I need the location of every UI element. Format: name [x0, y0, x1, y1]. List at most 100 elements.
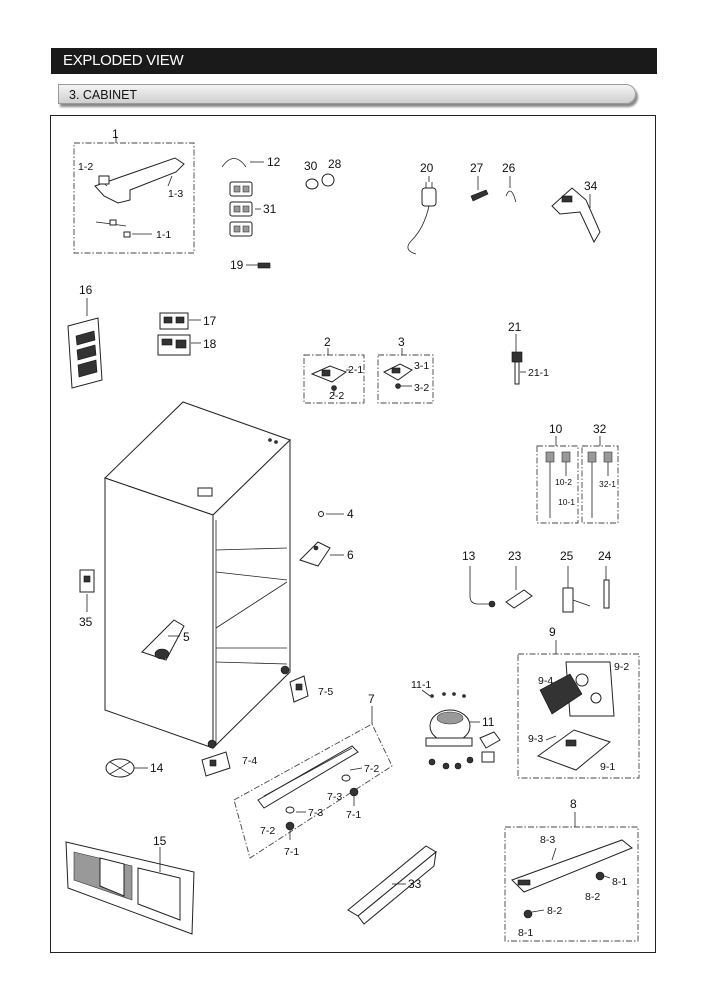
callout-32: 32 [593, 422, 607, 436]
callout-3-1: 3-1 [414, 360, 429, 372]
callout-7-2b: 7-2 [364, 763, 379, 775]
part-26-wire [505, 190, 517, 203]
part-7-5-bracket [289, 675, 309, 703]
callout-35: 35 [79, 615, 93, 629]
part-35-bracket [79, 569, 95, 593]
callout-7-3a: 7-3 [308, 807, 323, 819]
callout-19: 19 [230, 258, 244, 272]
part-13-wire [469, 566, 490, 605]
part-group-10 [536, 436, 579, 524]
callout-1-1: 1-1 [156, 229, 171, 241]
callout-9-2: 9-2 [614, 661, 629, 673]
part-7-4-bracket [201, 751, 231, 777]
callout-32-1: 32-1 [599, 479, 616, 489]
part-20-power-cord [407, 182, 437, 255]
part-25-drain [562, 587, 591, 613]
part-group-1 [73, 136, 195, 254]
callout-18: 18 [203, 337, 217, 351]
callout-4: 4 [347, 507, 354, 521]
callout-21-1: 21-1 [528, 367, 549, 379]
part-group-2 [303, 348, 365, 404]
part-34-hinge-cover [551, 187, 601, 244]
callout-23: 23 [508, 549, 522, 563]
header-bar: EXPLODED VIEW [51, 48, 657, 74]
callout-3-2: 3-2 [414, 382, 429, 394]
callout-7-4: 7-4 [242, 755, 257, 767]
part-24-pin [603, 579, 610, 609]
callout-30: 30 [304, 159, 318, 173]
part-group-8 [504, 812, 639, 942]
callout-9: 9 [549, 625, 556, 639]
part-group-9 [517, 640, 640, 779]
callout-12: 12 [267, 155, 281, 169]
callout-10-1: 10-1 [558, 497, 575, 507]
callout-8-2b: 8-2 [547, 905, 562, 917]
callout-11-1: 11-1 [411, 679, 431, 691]
callout-2-2: 2-2 [329, 390, 344, 402]
callout-1-2: 1-2 [78, 161, 93, 173]
diagram-frame [50, 115, 656, 953]
callout-8-3: 8-3 [540, 834, 555, 846]
part-33-duct [347, 845, 437, 925]
callout-7-1a: 7-1 [284, 846, 299, 858]
callout-9-3: 9-3 [528, 733, 543, 745]
cabinet-body [104, 401, 291, 750]
callout-8-2a: 8-2 [585, 891, 600, 903]
callout-20: 20 [420, 161, 434, 175]
part-27-connector [470, 189, 489, 202]
callout-8-1a: 8-1 [612, 876, 627, 888]
callout-26: 26 [502, 161, 516, 175]
callout-33: 33 [408, 877, 422, 891]
base-plate-part [94, 157, 185, 204]
callout-34: 34 [584, 179, 598, 193]
callout-7: 7 [368, 692, 375, 706]
callout-2: 2 [324, 335, 331, 349]
callout-1: 1 [112, 127, 119, 141]
callout-21: 21 [508, 320, 522, 334]
part-group-3 [377, 348, 434, 404]
part-11-compressor [425, 692, 501, 770]
callout-8: 8 [570, 797, 577, 811]
callout-2-1: 2-1 [348, 364, 363, 376]
callout-24: 24 [598, 549, 612, 563]
part-4-screw [318, 511, 324, 517]
section-title: 3. CABINET [69, 88, 138, 102]
part-6-hinge [299, 541, 331, 567]
part-15-rear-cover [65, 841, 195, 935]
callout-7-5: 7-5 [318, 686, 333, 698]
page-title: EXPLODED VIEW [63, 52, 184, 69]
part-18-board [157, 334, 191, 356]
callout-15: 15 [153, 834, 167, 848]
callout-8-1b: 8-1 [518, 927, 533, 939]
part-17-board [159, 312, 189, 330]
callout-17: 17 [203, 314, 217, 328]
callout-5: 5 [183, 630, 190, 644]
callout-31: 31 [263, 202, 277, 216]
callout-14: 14 [150, 761, 164, 775]
part-21-sensor [511, 351, 523, 385]
callout-16: 16 [79, 283, 93, 297]
callout-3: 3 [398, 335, 405, 349]
callout-28: 28 [328, 157, 342, 171]
part-30-cap [305, 178, 319, 190]
part-31-brackets [229, 181, 253, 237]
part-group-7 [233, 706, 393, 859]
part-group-32 [581, 436, 619, 524]
callout-9-1: 9-1 [600, 761, 615, 773]
part-19-screw [257, 262, 271, 269]
part-16-panel [67, 317, 103, 389]
callout-11: 11 [482, 715, 495, 729]
part-5-hinge [141, 619, 185, 661]
part-23-connector [505, 589, 533, 609]
callout-9-4: 9-4 [538, 675, 553, 687]
part-14-leveler [105, 758, 135, 778]
callout-10-2: 10-2 [555, 477, 572, 487]
callout-1-3: 1-3 [168, 188, 183, 200]
callout-7-1b: 7-1 [346, 809, 361, 821]
callout-7-2a: 7-2 [260, 825, 275, 837]
callout-10: 10 [549, 422, 563, 436]
callout-25: 25 [560, 549, 574, 563]
section-bar: 3. CABINET [58, 84, 636, 104]
part-12-clip [221, 158, 247, 168]
